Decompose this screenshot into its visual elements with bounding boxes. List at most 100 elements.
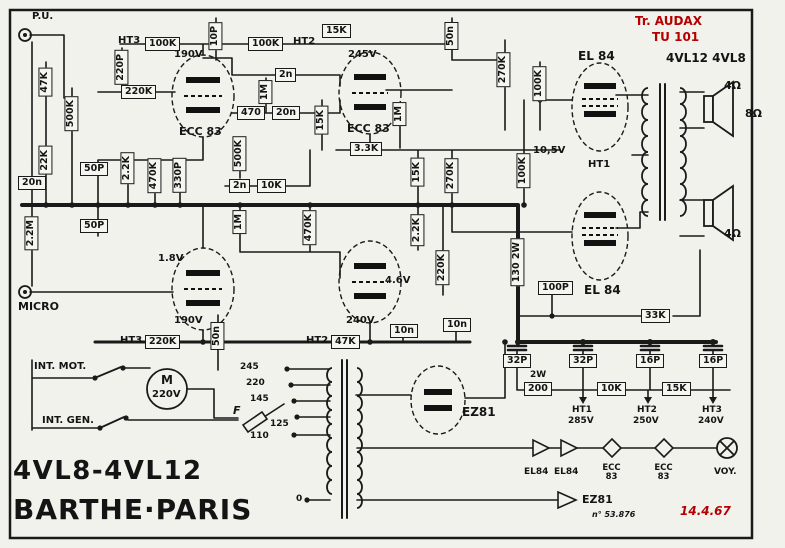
speaker-top-magnet bbox=[703, 95, 714, 123]
cap-220p: 220P bbox=[114, 50, 129, 85]
cap-32p-b: 32P bbox=[569, 354, 598, 369]
motor-m-label: M bbox=[161, 373, 173, 387]
heater-arrow-1 bbox=[532, 438, 551, 458]
cap-20n-b: 20n bbox=[18, 176, 46, 191]
heater-ecc83-1-label: ECC 83 bbox=[602, 463, 621, 482]
ht2-out-label: HT2 bbox=[637, 405, 657, 415]
tube-ecc83-4-envelope bbox=[338, 240, 402, 324]
tap-110: 110 bbox=[250, 431, 269, 441]
resistor-100k-b: 100K bbox=[248, 37, 284, 52]
tube-el84-1-label: EL 84 bbox=[578, 49, 615, 63]
resistor-100k-c: 100K bbox=[532, 66, 547, 102]
tube-ecc83-2-envelope bbox=[338, 51, 402, 135]
resistor-2m2: 2.2M bbox=[24, 216, 39, 251]
motor-symbol bbox=[146, 368, 188, 410]
tube-el84-2-label: EL 84 bbox=[584, 283, 621, 297]
brand-title: BARTHE·PARIS bbox=[13, 493, 253, 526]
tap-220: 220 bbox=[246, 378, 265, 388]
pu-jack-icon bbox=[18, 28, 32, 42]
resistor-47k-input: 47K bbox=[38, 68, 53, 97]
reference-number: n° 53.876 bbox=[592, 510, 636, 519]
resistor-220k-c: 220K bbox=[145, 335, 181, 350]
cap-10p: 10P bbox=[208, 22, 223, 51]
ht3-top-label: HT3 bbox=[118, 35, 141, 46]
cap-16p-a: 16P bbox=[636, 354, 665, 369]
resistor-100k-a: 100K bbox=[145, 37, 181, 52]
cap-100p: 100P bbox=[538, 281, 573, 296]
resistor-220k-b: 220K bbox=[435, 250, 450, 286]
ht2-bottom-label: HT2 bbox=[306, 335, 329, 346]
ez81-heater-arrow bbox=[557, 490, 578, 510]
resistor-2k2-b: 2.2K bbox=[410, 214, 425, 247]
ht1-out-label: HT1 bbox=[572, 405, 592, 415]
power-transformer bbox=[326, 367, 363, 509]
int-gen-label: INT. GEN. bbox=[42, 415, 94, 426]
resistor-3k3: 3.3K bbox=[350, 142, 383, 157]
pot-500k-a: 500K bbox=[64, 96, 79, 132]
ht1-out-voltage: 285V bbox=[568, 416, 594, 426]
resistor-10k-b: 10K bbox=[597, 382, 626, 397]
resistor-1m-c: 1M bbox=[392, 102, 407, 127]
resistor-220k-a: 220K bbox=[121, 85, 157, 100]
resistor-22k: 22K bbox=[38, 146, 53, 175]
date-label: 14.4.67 bbox=[680, 504, 731, 518]
voltage-10-5: 10,5V bbox=[533, 145, 566, 156]
resistor-2k2-a: 2.2K bbox=[120, 152, 135, 185]
tube-ecc83-3-envelope bbox=[171, 247, 235, 331]
voltage-240: 240V bbox=[346, 315, 375, 326]
ht2-out-voltage: 250V bbox=[633, 416, 659, 426]
transformer-model-label: TU 101 bbox=[652, 30, 700, 44]
heater-diamond-1 bbox=[601, 437, 623, 459]
resistor-470: 470 bbox=[237, 106, 265, 121]
resistor-1m-a: 1M bbox=[258, 80, 273, 105]
ht1-arrow-icon bbox=[579, 397, 587, 404]
border-frame bbox=[8, 8, 754, 540]
fuse-label: F bbox=[233, 404, 241, 417]
cap-50n-b: 50n bbox=[210, 322, 225, 350]
resistor-200-wattage: 2W bbox=[530, 370, 547, 380]
voltage-1-8: 1.8V bbox=[158, 253, 184, 264]
resistor-47k-b: 47K bbox=[331, 335, 360, 350]
resistor-270k-b: 270K bbox=[444, 158, 459, 194]
resistor-15k-d: 15K bbox=[662, 382, 691, 397]
tap-145: 145 bbox=[250, 394, 269, 404]
resistor-470k-b: 470K bbox=[302, 210, 317, 246]
tube-ecc83-1-envelope bbox=[171, 54, 235, 138]
cap-330p: 330P bbox=[172, 158, 187, 193]
resistor-130-2w: 130 2W bbox=[510, 238, 525, 287]
resistor-15k-a: 15K bbox=[322, 24, 351, 39]
resistor-33k: 33K bbox=[641, 309, 670, 324]
speaker-8ohm-label: 8Ω bbox=[745, 107, 763, 120]
resistor-100k-d: 100K bbox=[516, 153, 531, 189]
tube-el84-1-envelope bbox=[571, 62, 629, 152]
tube-el84-2-envelope bbox=[571, 191, 629, 281]
voltage-4-6: 4.6V bbox=[385, 275, 411, 286]
cap-20n-a: 20n bbox=[272, 106, 300, 121]
motor-voltage-label: 220V bbox=[152, 389, 181, 400]
ht3-out-label: HT3 bbox=[702, 405, 722, 415]
fuse-symbol bbox=[241, 410, 269, 434]
pot-500k-b: 500K bbox=[232, 136, 247, 172]
int-mot-label: INT. MOT. bbox=[34, 361, 87, 372]
speaker-4ohm-top-label: 4Ω bbox=[724, 79, 742, 92]
speaker-bottom-cone bbox=[712, 184, 734, 242]
cap-50p-b: 50P bbox=[80, 219, 109, 234]
pilot-lamp-label: VOY. bbox=[714, 467, 737, 477]
model-title: 4VL8-4VL12 bbox=[13, 456, 203, 486]
ht2-top-label: HT2 bbox=[293, 36, 316, 47]
cap-2n-b: 2n bbox=[229, 179, 251, 194]
heater-arrow-2 bbox=[560, 438, 579, 458]
heater-el84-1-label: EL84 bbox=[524, 467, 549, 477]
tube-ez81-envelope bbox=[410, 365, 466, 435]
resistor-15k-b: 15K bbox=[314, 106, 329, 135]
ht3-arrow-icon bbox=[709, 397, 717, 404]
tube-ecc83-1-label: ECC 83 bbox=[179, 125, 222, 138]
speaker-bottom-magnet bbox=[703, 199, 714, 227]
micro-jack-icon bbox=[18, 285, 32, 299]
speaker-4ohm-bottom-label: 4Ω bbox=[724, 227, 742, 240]
resistor-470k-a: 470K bbox=[147, 158, 162, 194]
cap-50p-a: 50P bbox=[80, 162, 109, 177]
cap-50n-a: 50n bbox=[444, 22, 459, 50]
cap-2n-a: 2n bbox=[275, 68, 297, 83]
